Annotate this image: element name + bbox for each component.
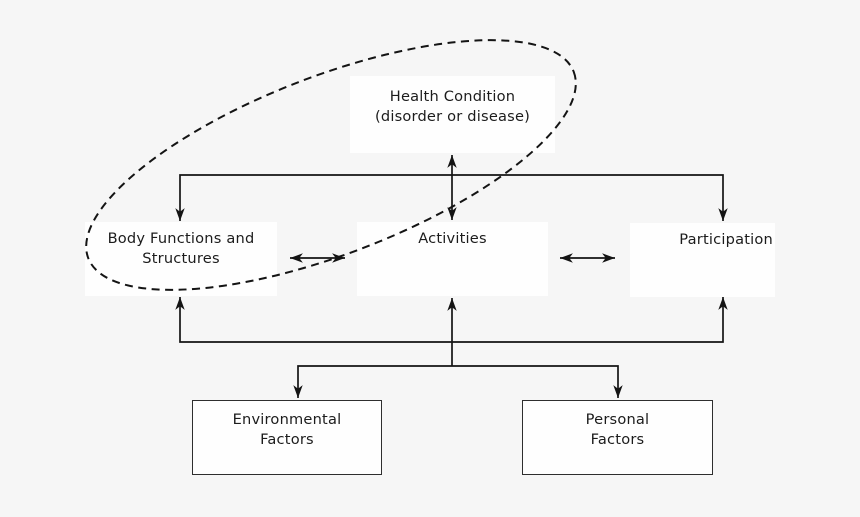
node-personal-line1: Personal: [585, 411, 650, 428]
node-participation-line1: Participation: [679, 231, 773, 248]
node-health-condition: Health Condition (disorder or disease): [350, 76, 555, 153]
node-environmental-line2: Factors: [260, 431, 314, 448]
node-health-condition-line1: Health Condition: [389, 88, 516, 105]
node-participation: Participation: [630, 223, 775, 297]
arrow-bus-to-factor-boxes: [293, 365, 623, 398]
node-body-functions-line1: Body Functions and: [107, 230, 255, 247]
node-environmental-factors: Environmental Factors: [192, 400, 382, 475]
node-environmental-line1: Environmental: [232, 411, 342, 428]
arrow-bus-to-bfs-and-participation: [175, 297, 728, 343]
node-body-functions-line2: Structures: [142, 250, 220, 267]
arrow-health-to-bfs-and-participation: [175, 174, 728, 221]
node-health-condition-line2: (disorder or disease): [374, 108, 531, 125]
node-personal-line2: Factors: [590, 431, 645, 448]
node-body-functions-structures: Body Functions and Structures: [85, 222, 277, 296]
node-activities-line1: Activities: [418, 230, 487, 247]
node-personal-factors: Personal Factors: [522, 400, 713, 475]
node-activities: Activities: [357, 222, 548, 296]
